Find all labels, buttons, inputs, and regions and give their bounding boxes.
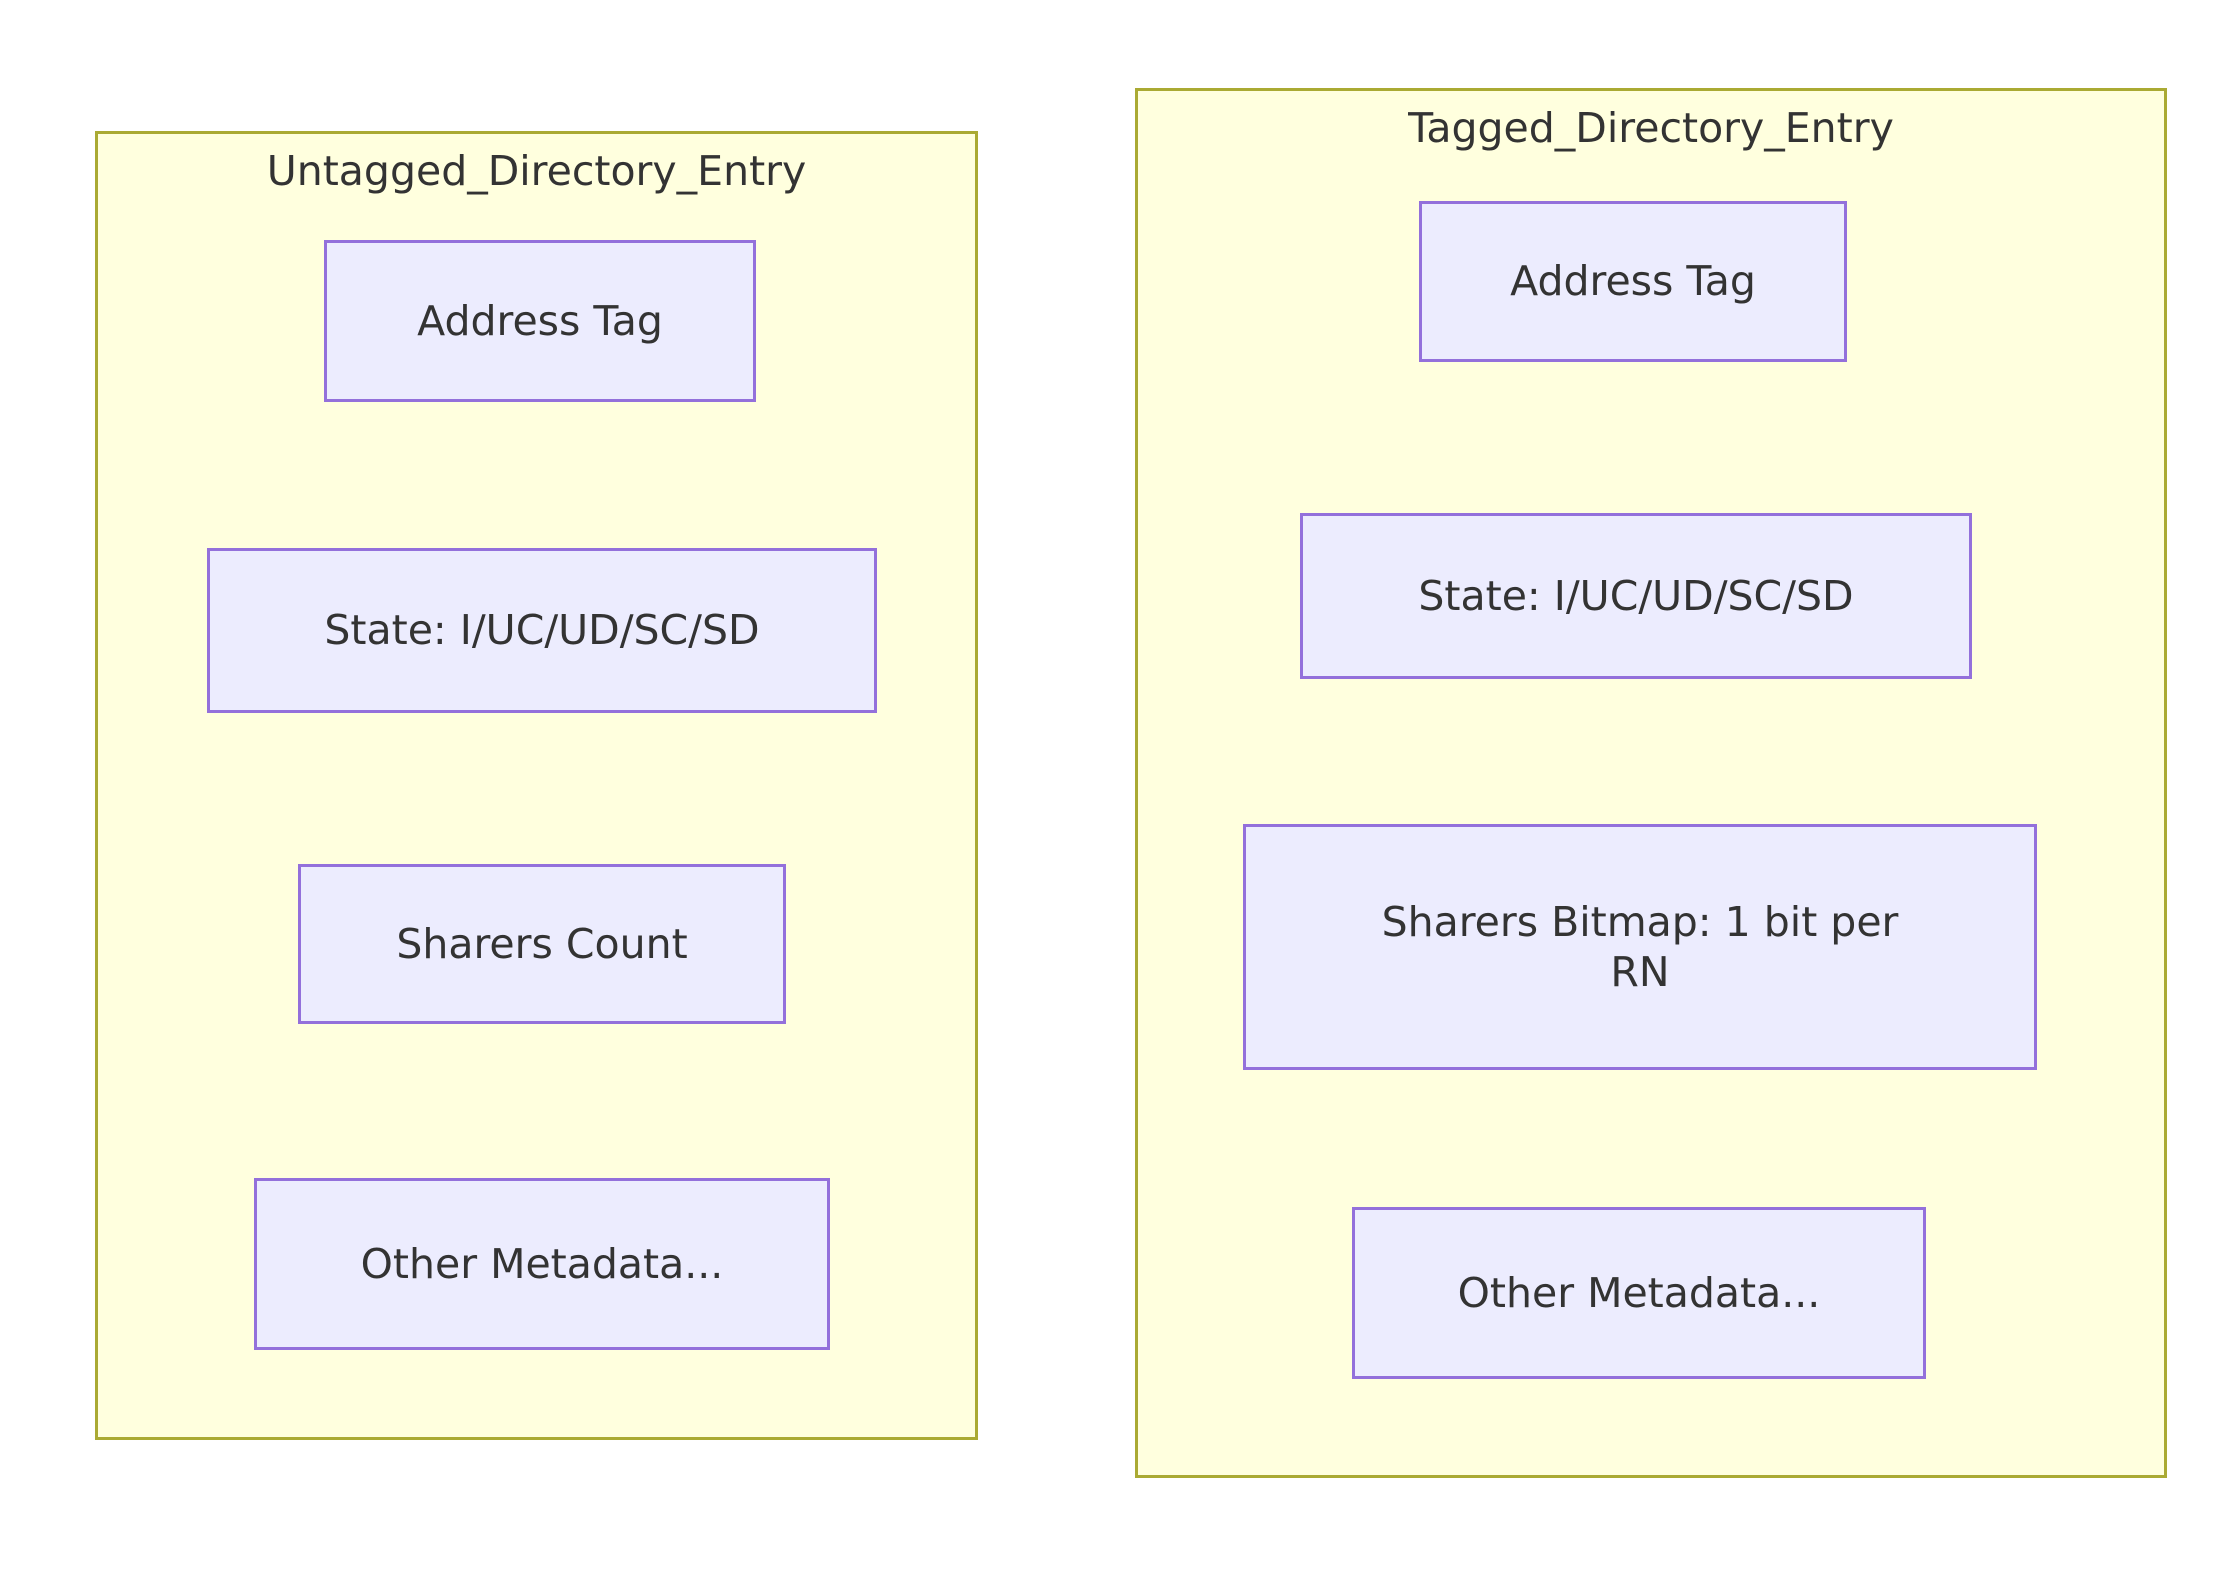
node-label-untagged-address-tag: Address Tag: [417, 296, 663, 345]
node-tagged-sharers-bitmap[interactable]: Sharers Bitmap: 1 bit per RN: [1243, 824, 2037, 1070]
node-tagged-state[interactable]: State: I/UC/UD/SC/SD: [1300, 513, 1972, 679]
node-label-tagged-address-tag: Address Tag: [1510, 257, 1756, 306]
node-label-tagged-sharers-bitmap: Sharers Bitmap: 1 bit per RN: [1381, 897, 1899, 996]
node-untagged-address-tag[interactable]: Address Tag: [324, 240, 756, 402]
node-label-tagged-state: State: I/UC/UD/SC/SD: [1418, 571, 1854, 620]
cluster-title-untagged: Untagged_Directory_Entry: [266, 147, 807, 195]
node-label-untagged-sharers-count: Sharers Count: [396, 919, 688, 968]
node-tagged-other-metadata[interactable]: Other Metadata...: [1352, 1207, 1926, 1379]
node-untagged-state[interactable]: State: I/UC/UD/SC/SD: [207, 548, 877, 713]
node-label-tagged-other-metadata: Other Metadata...: [1457, 1268, 1821, 1317]
node-label-untagged-state: State: I/UC/UD/SC/SD: [324, 606, 760, 655]
node-untagged-other-metadata[interactable]: Other Metadata...: [254, 1178, 830, 1350]
cluster-title-tagged: Tagged_Directory_Entry: [1408, 104, 1894, 152]
node-tagged-address-tag[interactable]: Address Tag: [1419, 201, 1847, 362]
node-label-untagged-other-metadata: Other Metadata...: [360, 1239, 724, 1288]
node-untagged-sharers-count[interactable]: Sharers Count: [298, 864, 786, 1024]
